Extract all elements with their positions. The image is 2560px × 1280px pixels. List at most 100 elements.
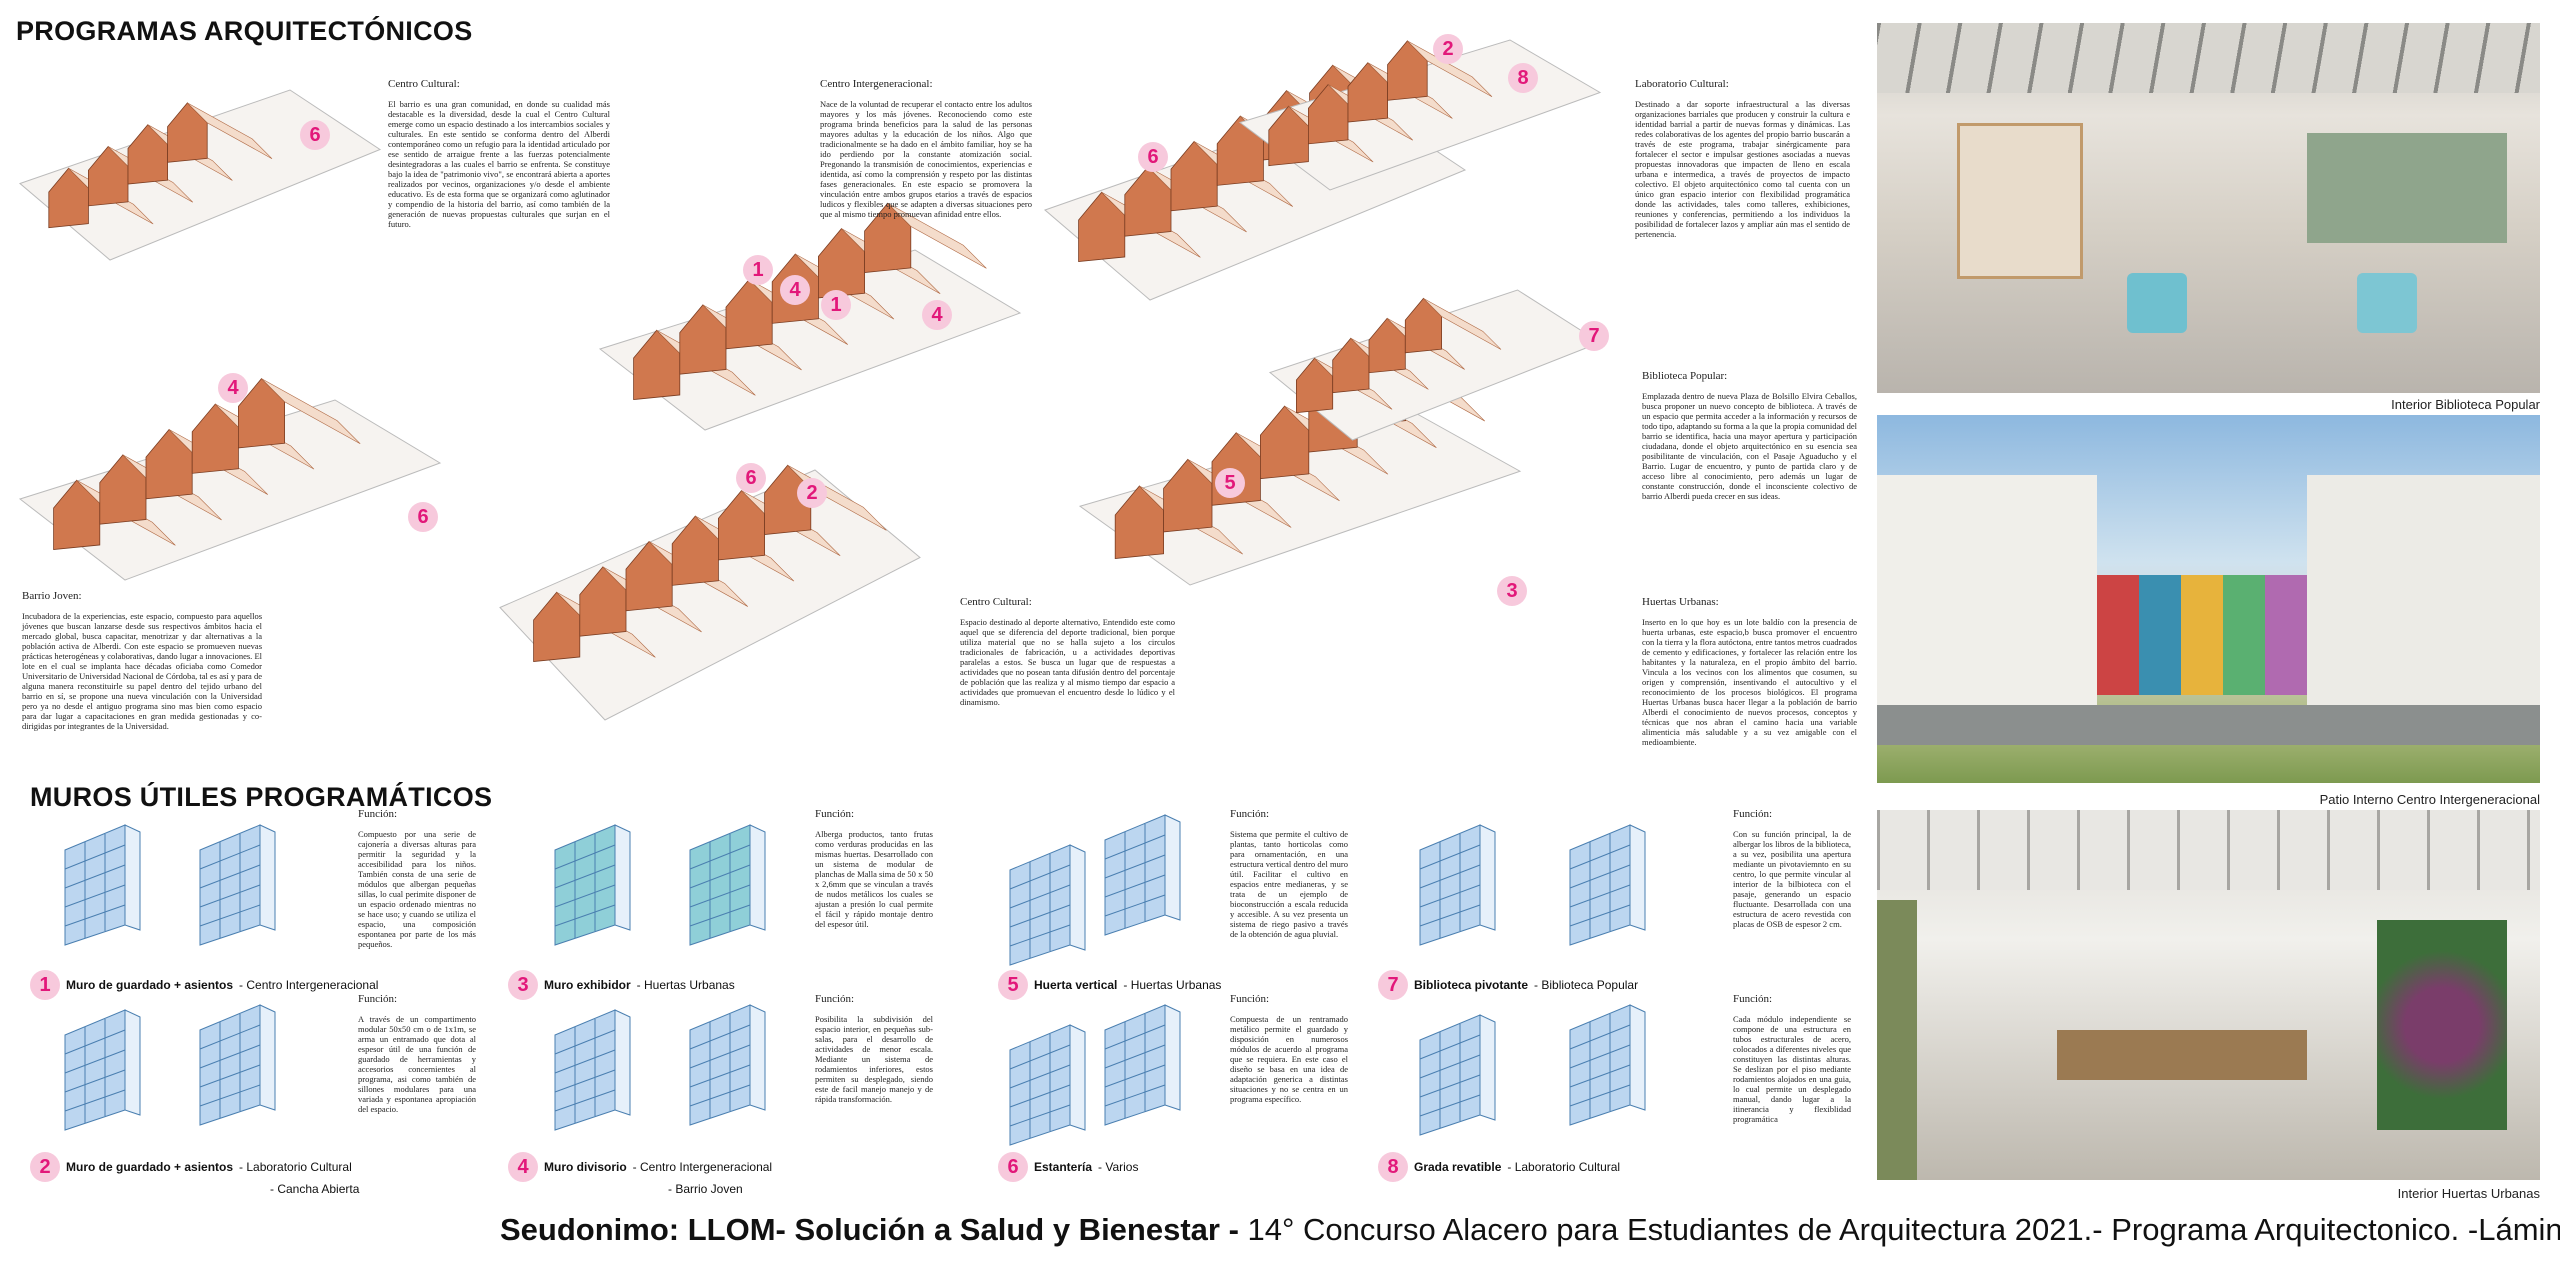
function-text: Posibilita la subdivisión del espacio in… [815, 1014, 933, 1104]
function-title: Función: [1230, 993, 1270, 1005]
program-biblioteca-popular: Biblioteca Popular: Emplazada dentro de n… [1642, 370, 1857, 501]
muro-furniture-drawing [1419, 1014, 1496, 1136]
muro-name: Huerta vertical [1034, 978, 1118, 992]
muro-number-badge: 1 [30, 970, 60, 1000]
function-title: Función: [815, 808, 855, 820]
program-badge: 3 [1497, 576, 1527, 606]
function-text: Alberga productos, tanto frutas como ver… [815, 829, 933, 929]
muro-furniture-drawing [199, 1004, 276, 1126]
program-text: Espacio destinado al deporte alternativo… [960, 617, 1175, 707]
program-badge: 7 [1579, 321, 1609, 351]
program-badge: 6 [736, 463, 766, 493]
program-title: Biblioteca Popular: [1642, 370, 1728, 382]
building-axonometric [19, 89, 382, 261]
program-title: Centro Intergeneracional: [820, 78, 933, 90]
program-badge: 2 [797, 478, 827, 508]
muro-furniture-drawing [689, 824, 766, 946]
muro-label-4: 4 Muro divisorio - Centro Intergeneraciona… [508, 1152, 772, 1182]
program-badge: 2 [1433, 34, 1463, 64]
function-title: Función: [1733, 993, 1773, 1005]
muro-place: - Huertas Urbanas [636, 978, 735, 992]
program-centro-cultural-deporte: Centro Cultural:Espacio destinado al dep… [960, 596, 1175, 707]
muro-furniture-drawing [1104, 1004, 1181, 1126]
program-title: Barrio Joven: [22, 590, 82, 602]
program-text: Incubadora de la experiencias, este espa… [22, 611, 262, 731]
muro-function-4: Función: Posibilita la subdivisión del es… [815, 993, 933, 1104]
muro-furniture-drawing [199, 824, 276, 946]
muro-furniture-drawing [64, 1009, 141, 1131]
footer-pseudonym: Seudonimo: LLOM- Solución a Salud y Bien… [500, 1212, 1239, 1247]
program-text: Nace de la voluntad de recuperar el cont… [820, 99, 1032, 219]
building-axonometric [1268, 289, 1602, 441]
program-text: Destinado a dar soporte infraestructural… [1635, 99, 1850, 239]
muro-furniture-drawing [689, 1004, 766, 1126]
function-text: Cada módulo independiente se compone de … [1733, 1014, 1851, 1124]
program-badge: 4 [780, 275, 810, 305]
muro-name: Biblioteca pivotante [1414, 978, 1529, 992]
muro-place: - Centro Intergeneracional [632, 1160, 773, 1174]
muro-place: - Laboratorio Cultural [1507, 1160, 1621, 1174]
footer-contest: 14° Concurso Alacero para Estudiantes de… [1238, 1212, 2560, 1247]
muro-number-badge: 2 [30, 1152, 60, 1182]
photo-caption: Interior Huertas Urbanas [2397, 1186, 2540, 1201]
function-title: Función: [815, 993, 855, 1005]
muro-function-5: Función:Sistema que permite el cultivo d… [1230, 808, 1348, 939]
muro-function-1: Función: Compuesto por una serie de cajon… [358, 808, 476, 949]
muro-furniture-drawing [554, 1009, 631, 1131]
muro-place: - Centro Intergeneracional [239, 978, 379, 992]
program-title: Huertas Urbanas: [1642, 596, 1719, 608]
muro-furniture-drawing [64, 824, 141, 946]
muro-name: Estantería [1034, 1160, 1093, 1174]
program-text: Emplazada dentro de nueva Plaza de Bolsi… [1642, 391, 1857, 501]
muro-function-3: Función: Alberga productos, tanto frutas … [815, 808, 933, 929]
muro-number-badge: 6 [998, 1152, 1028, 1182]
program-laboratorio-cultural: Laboratorio Cultural:Destinado a dar sop… [1635, 78, 1850, 239]
program-badge: 6 [408, 502, 438, 532]
muro-number-badge: 8 [1378, 1152, 1408, 1182]
program-badge: 1 [743, 255, 773, 285]
program-badge: 8 [1508, 63, 1538, 93]
function-text: Sistema que permite el cultivo de planta… [1230, 829, 1348, 939]
program-badge: 6 [1138, 142, 1168, 172]
photo-caption: Patio Interno Centro Intergeneracional [2319, 792, 2540, 807]
muro-furniture-drawing [1104, 814, 1181, 936]
program-huertas-urbanas: Huertas Urbanas: Inserto en lo que hoy es… [1642, 596, 1857, 747]
muro-place: - Biblioteca Popular [1534, 978, 1639, 992]
muro-furniture-drawing [1009, 844, 1086, 966]
muro-number-badge: 7 [1378, 970, 1408, 1000]
render-patio-intergeneracional [1877, 415, 2540, 783]
muro-function-7: Función:Con su función principal, la de … [1733, 808, 1851, 929]
muro-name: Muro de guardado + asientos [66, 978, 234, 992]
program-text: El barrio es una gran comunidad, en dond… [388, 99, 610, 229]
render-interior-huertas [1877, 810, 2540, 1180]
muro-label-1: 1 Muro de guardado + asientos - Centro Int… [30, 970, 378, 1000]
building-axonometric [598, 202, 1022, 431]
section-title-programas: PROGRAMAS ARQUITECTÓNICOS [16, 16, 473, 46]
program-text: Inserto en lo que hoy es un lote baldío … [1642, 617, 1857, 747]
render-interior-biblioteca [1877, 23, 2540, 393]
program-badge: 6 [300, 120, 330, 150]
muro-number-badge: 4 [508, 1152, 538, 1182]
photo-caption: Interior Biblioteca Popular [2391, 397, 2540, 412]
muro-place: - Varios [1098, 1160, 1139, 1174]
muro-name: Grada revatible [1414, 1160, 1502, 1174]
muro-name: Muro exhibidor [544, 978, 631, 992]
building-axonometric [1238, 39, 1602, 191]
function-text: Compuesto por una serie de cajonería a d… [358, 829, 476, 949]
muro-number-badge: 5 [998, 970, 1028, 1000]
muro-furniture-drawing [554, 824, 631, 946]
program-barrio-joven: Barrio Joven: Incubadora de la experienci… [22, 590, 262, 731]
muro-furniture-drawing [1009, 1024, 1086, 1146]
muro-place: - Huertas Urbanas [1123, 978, 1222, 992]
muro-name: Muro divisorio [544, 1160, 627, 1174]
function-title: Función: [358, 808, 398, 820]
function-text: Con su función principal, la de albergar… [1733, 829, 1851, 929]
function-text: A través de un compartimento modular 50x… [358, 1014, 476, 1114]
program-badge: 4 [922, 300, 952, 330]
program-title: Centro Cultural: [388, 78, 460, 90]
muro-label-5: 5 Huerta vertical - Huertas Urbanas [998, 970, 1221, 1000]
program-centro-intergeneracional: Centro Intergeneracional: Nace de la volu… [820, 78, 1032, 219]
program-badge: 1 [821, 290, 851, 320]
